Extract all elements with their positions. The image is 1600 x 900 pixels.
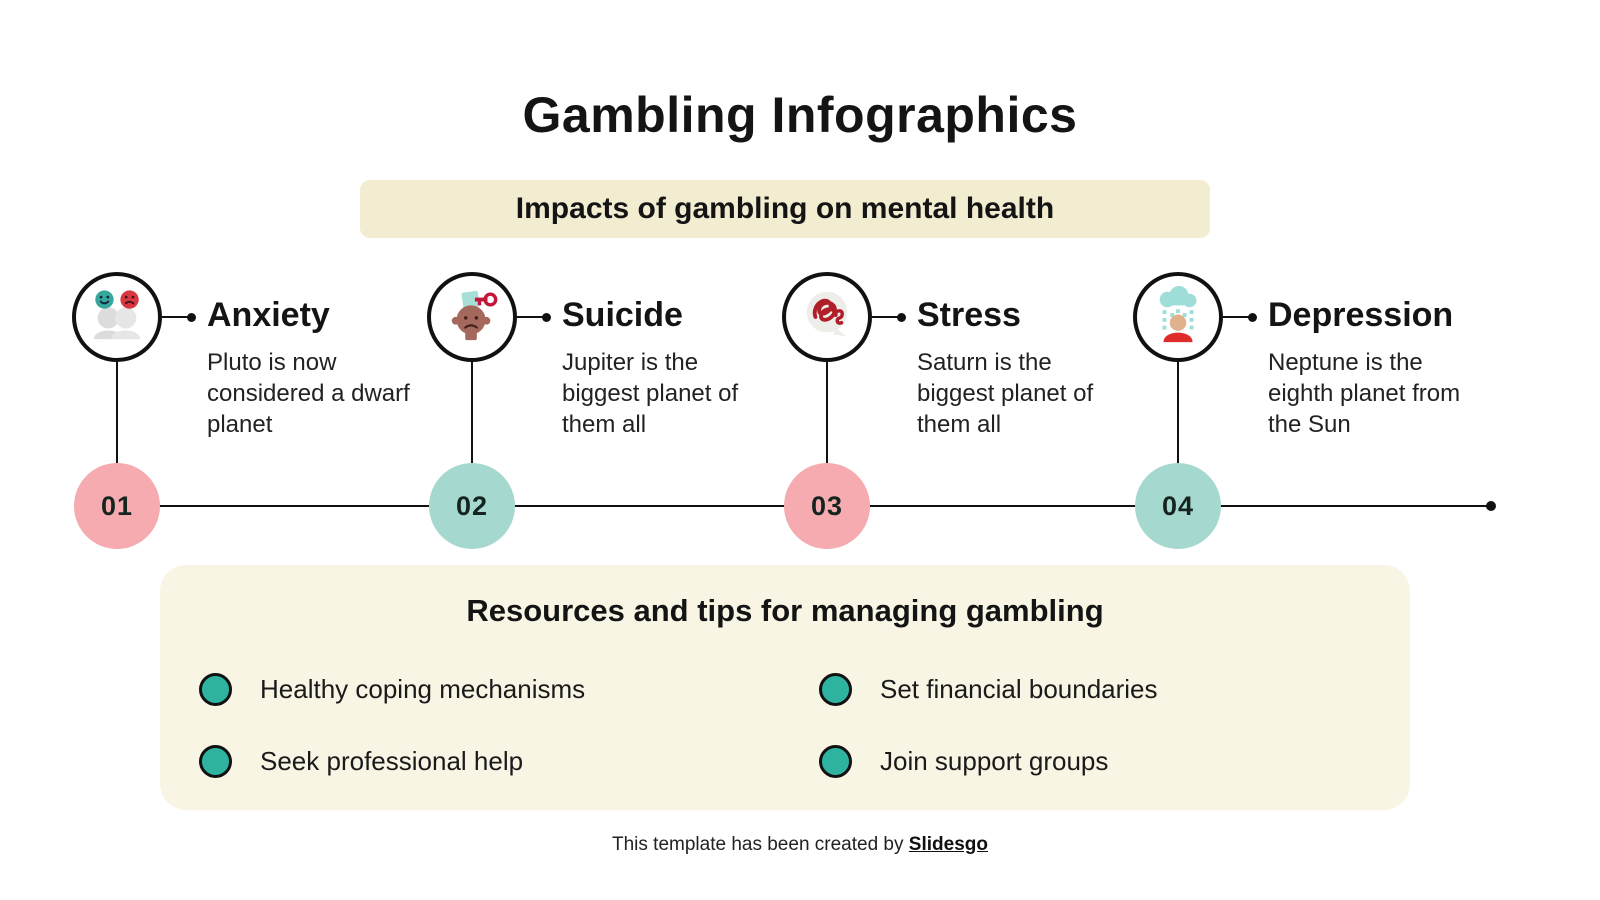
- connector-line: [1223, 312, 1257, 322]
- vertical-connector: [826, 362, 828, 464]
- slidesgo-link[interactable]: Slidesgo: [908, 834, 988, 855]
- timeline-label: Anxiety: [207, 296, 330, 334]
- sad-head-lock-key-icon: [443, 286, 501, 349]
- anxiety-icon-circle: [72, 272, 162, 362]
- resource-item: Set financial boundaries: [819, 672, 1158, 706]
- two-faces-happy-sad-icon: [88, 287, 146, 348]
- vertical-connector: [471, 362, 473, 464]
- resources-panel: Resources and tips for managing gambling…: [160, 565, 1410, 810]
- timeline-end-dot: [1486, 501, 1496, 511]
- footer-credit: This template has been created by Slides…: [0, 834, 1600, 856]
- timeline-number-badge: 02: [429, 463, 515, 549]
- bullet-circle-icon: [819, 672, 852, 706]
- resource-item: Join support groups: [819, 744, 1108, 778]
- resource-item: Healthy coping mechanisms: [199, 672, 585, 706]
- timeline-description: Saturn is the biggest planet of them all: [917, 349, 1094, 438]
- subtitle-text: Impacts of gambling on mental health: [515, 192, 1055, 225]
- resource-label: Healthy coping mechanisms: [260, 673, 586, 704]
- bullet-circle-icon: [199, 744, 232, 778]
- connector-line: [517, 312, 551, 322]
- connector-line: [872, 312, 906, 322]
- suicide-icon-circle: [427, 272, 517, 362]
- timeline-number-badge: 04: [1135, 463, 1221, 549]
- stress-icon-circle: [782, 272, 872, 362]
- resources-heading: Resources and tips for managing gambling: [466, 593, 1104, 628]
- timeline-description: Pluto is now considered a dwarf planet: [207, 349, 410, 438]
- bullet-circle-icon: [199, 672, 232, 706]
- resource-label: Set financial boundaries: [880, 673, 1158, 704]
- bullet-circle-icon: [819, 744, 852, 778]
- resource-label: Join support groups: [880, 745, 1109, 776]
- connector-line: [162, 312, 196, 322]
- timeline-description: Jupiter is the biggest planet of them al…: [562, 349, 739, 438]
- scribble-thought-bubble-icon: [798, 286, 856, 349]
- timeline-label: Stress: [917, 296, 1021, 334]
- vertical-connector: [116, 362, 118, 464]
- resource-label: Seek professional help: [260, 745, 524, 776]
- footer-text: This template has been created by: [612, 834, 909, 855]
- timeline-number-badge: 01: [74, 463, 160, 549]
- timeline-label: Depression: [1268, 296, 1454, 334]
- depression-icon-circle: [1133, 272, 1223, 362]
- timeline-description: Neptune is the eighth planet from the Su…: [1268, 349, 1461, 438]
- rain-cloud-person-icon: [1149, 285, 1207, 349]
- timeline-number-badge: 03: [784, 463, 870, 549]
- page-title: Gambling Infographics: [522, 87, 1078, 143]
- timeline-label: Suicide: [562, 296, 683, 334]
- subtitle-band: Impacts of gambling on mental health: [360, 180, 1210, 238]
- resource-item: Seek professional help: [199, 744, 523, 778]
- vertical-connector: [1177, 362, 1179, 464]
